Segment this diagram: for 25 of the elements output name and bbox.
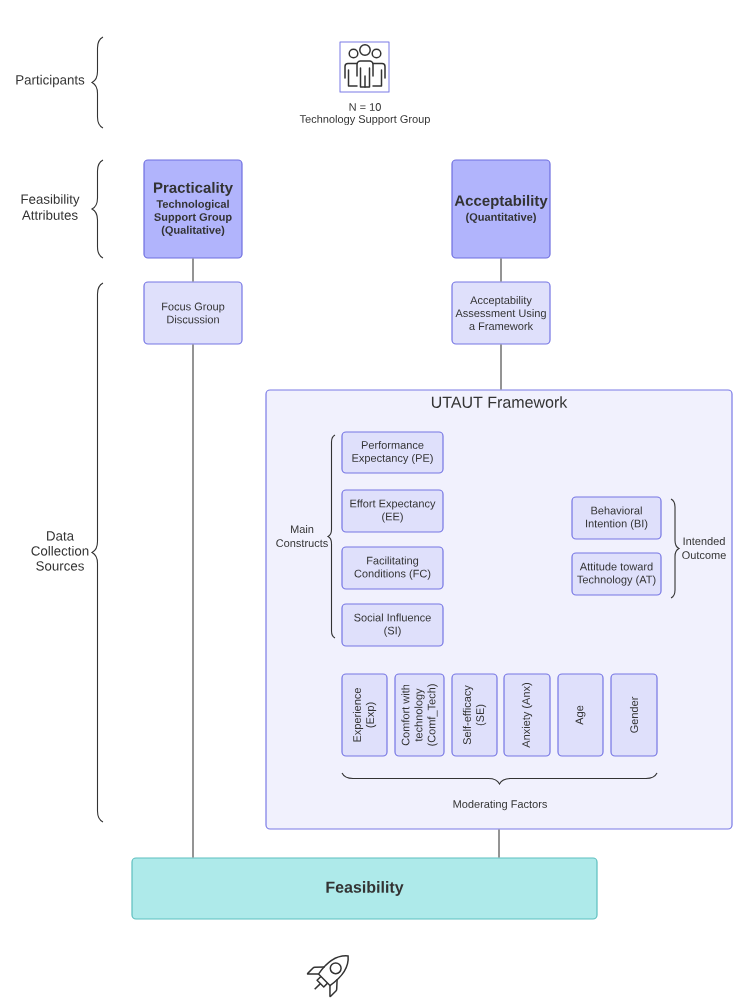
factor-box: Anxiety (Anx) xyxy=(503,673,551,757)
factor-box: Self-efficacy (SE) xyxy=(451,673,498,757)
brace-label: Main Constructs xyxy=(276,524,328,548)
factor-box: Experience (Exp) xyxy=(341,673,388,757)
method-box: Acceptability Assessment Using a Framework xyxy=(451,281,551,345)
section-label: Feasibility Attributes xyxy=(21,194,80,220)
factor-box: Age xyxy=(557,673,604,757)
construct-box: Effort Expectancy (EE) xyxy=(341,489,444,533)
factor-box: Comfort with technology (Comf_Tech) xyxy=(394,673,445,757)
construct-box: Behavioral Intention (BI) xyxy=(571,496,662,540)
section-label: Data Collection Sources xyxy=(31,531,89,571)
construct-box: Facilitating Conditions (FC) xyxy=(341,546,444,590)
attribute-box: Practicality Technological Support Group (Qualitative) xyxy=(143,159,243,259)
participant-count: N = 10 xyxy=(349,103,381,111)
construct-box: Attitude toward Technology (AT) xyxy=(571,552,662,596)
group-caption: Technology Support Group xyxy=(299,114,430,126)
attribute-box: Acceptability (Quantitative) xyxy=(451,159,551,259)
factor-box: Gender xyxy=(610,673,658,757)
construct-box: Performance Expectancy (PE) xyxy=(341,431,444,474)
brace-label: Moderating Factors xyxy=(453,799,547,811)
result-box: Feasibility xyxy=(131,857,598,920)
section-label: Participants xyxy=(16,74,85,88)
method-box: Focus Group Discussion xyxy=(143,281,243,345)
brace-label: Intended Outcome xyxy=(682,536,726,560)
construct-box: Social Influence (SI) xyxy=(341,603,444,647)
